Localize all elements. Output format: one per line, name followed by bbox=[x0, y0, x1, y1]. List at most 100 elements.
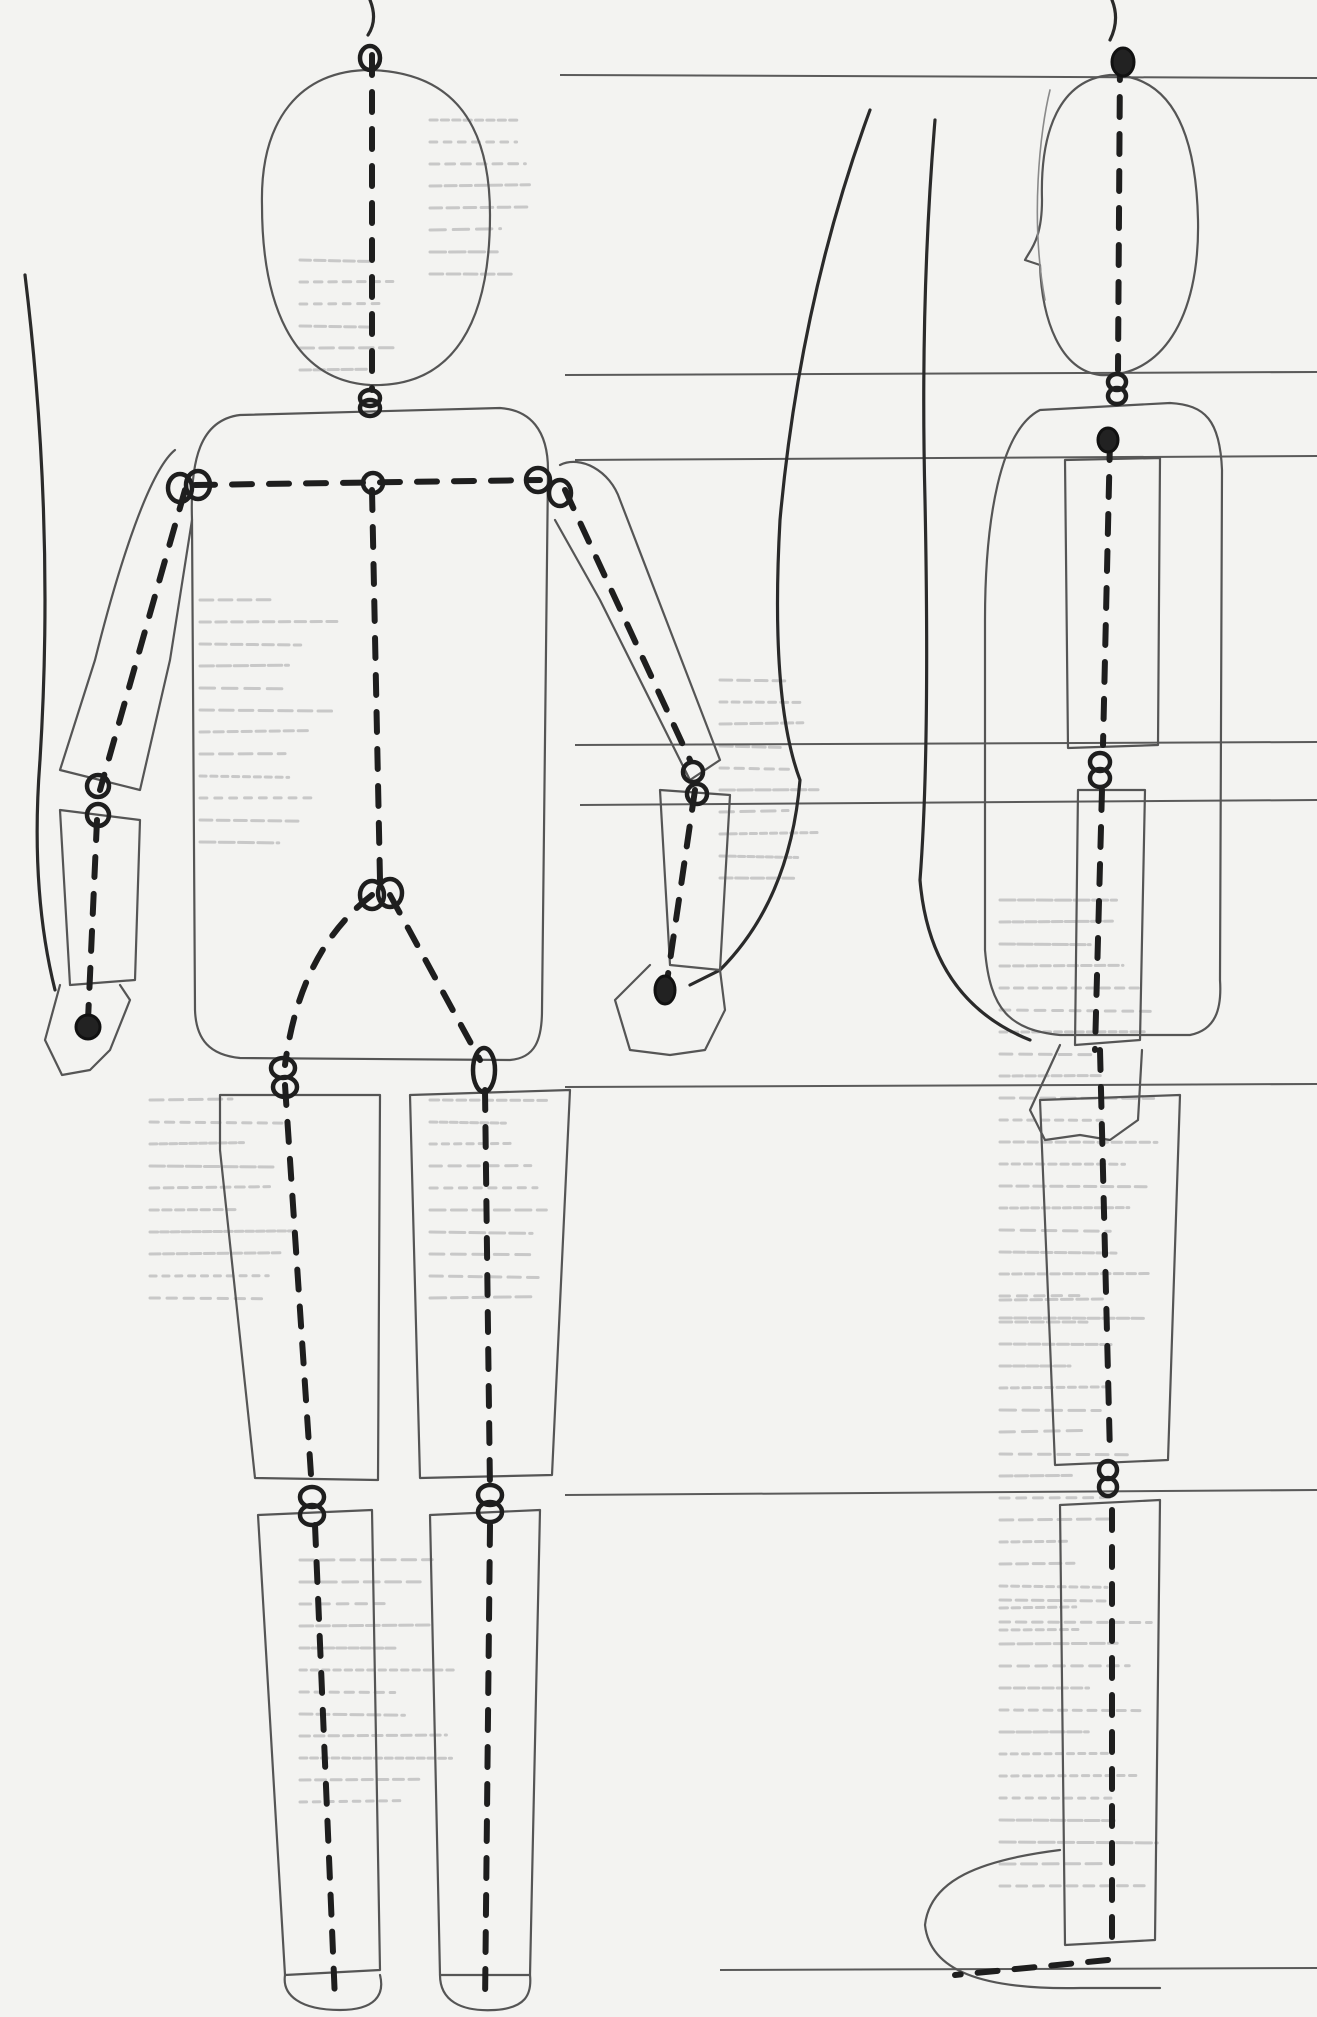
front-left-forearm bbox=[60, 810, 140, 985]
center-silhouette-curve bbox=[690, 110, 870, 985]
bleed-through-line bbox=[150, 1187, 270, 1188]
bleed-through-line bbox=[1000, 1586, 1107, 1587]
bleed-through-line bbox=[150, 1253, 280, 1254]
side-joint-shoulder bbox=[1098, 428, 1118, 452]
front-shoulder-line bbox=[195, 480, 540, 485]
front-hip-right bbox=[390, 895, 480, 1060]
bleed-through-line bbox=[1000, 1299, 1102, 1300]
side-joints bbox=[1090, 48, 1134, 1496]
bleed-through-line bbox=[200, 820, 302, 821]
bleed-through-line bbox=[1000, 1820, 1114, 1821]
front-hang-string bbox=[368, 0, 374, 35]
joint-left-wrist bbox=[76, 1015, 100, 1039]
bleed-through-line bbox=[1000, 1387, 1113, 1388]
bleed-through-line bbox=[720, 768, 794, 769]
bleed-through-line bbox=[150, 1231, 293, 1232]
side-foot bbox=[925, 1850, 1160, 1988]
front-right-upper-arm bbox=[555, 462, 720, 780]
bleed-through-line bbox=[1000, 1054, 1091, 1055]
side-view-figure bbox=[925, 0, 1222, 1988]
left-silhouette-curve bbox=[25, 275, 55, 990]
bleed-through-line bbox=[200, 710, 335, 711]
silhouette-curves bbox=[25, 110, 1030, 1040]
bleed-through-line bbox=[1000, 1643, 1117, 1644]
bleed-through-line bbox=[200, 842, 279, 843]
bleed-through-line bbox=[1000, 1842, 1157, 1843]
joint-right-hip bbox=[473, 1048, 495, 1092]
bleed-through-line bbox=[430, 207, 530, 208]
front-right-thigh-bone bbox=[485, 1090, 490, 1490]
side-head bbox=[1025, 75, 1198, 375]
bleed-through-line bbox=[1000, 1431, 1082, 1432]
front-spine bbox=[372, 490, 380, 880]
side-forearm bbox=[1075, 790, 1145, 1045]
bleed-through-line bbox=[1000, 1753, 1112, 1754]
bleed-through-line bbox=[720, 723, 803, 724]
bleed-through-line bbox=[150, 1298, 266, 1299]
bleed-through-line bbox=[1000, 1186, 1146, 1187]
bleed-through-line bbox=[300, 1714, 404, 1715]
front-left-shin-bone bbox=[315, 1525, 335, 2000]
guide-lines bbox=[560, 75, 1317, 1970]
bleed-through-line bbox=[150, 1122, 283, 1123]
side-hand bbox=[1030, 1045, 1142, 1140]
bleed-through-line bbox=[200, 688, 289, 689]
bleed-through-line bbox=[150, 1143, 243, 1144]
bleed-through-line bbox=[1000, 1454, 1129, 1455]
bleed-through-line bbox=[1000, 965, 1123, 966]
bleed-through-line bbox=[150, 1166, 273, 1167]
bleed-through-line bbox=[1000, 1230, 1110, 1231]
bleed-through-line bbox=[1000, 1629, 1078, 1630]
front-joints bbox=[76, 46, 707, 1525]
bleed-through-line bbox=[720, 811, 788, 812]
bleed-through-line bbox=[1000, 1410, 1100, 1411]
side-figure-back-curve bbox=[920, 120, 1030, 1040]
bleed-through-line bbox=[430, 1297, 531, 1298]
bleed-through-line bbox=[300, 326, 374, 327]
side-upper-arm bbox=[1065, 458, 1160, 748]
bleed-through-line bbox=[430, 185, 529, 186]
bleed-through-line bbox=[1000, 1622, 1151, 1623]
bleed-through-line bbox=[430, 1232, 532, 1233]
front-hip-left bbox=[285, 895, 372, 1065]
bleed-through-line bbox=[1000, 1775, 1138, 1776]
bleed-through-line bbox=[1000, 1519, 1112, 1520]
side-spine-head bbox=[1118, 60, 1120, 370]
front-right-shin-bone bbox=[485, 1525, 490, 2005]
bleed-through-line bbox=[1000, 1600, 1105, 1601]
bleed-through-line bbox=[430, 1276, 538, 1277]
bleed-through-line bbox=[720, 833, 819, 834]
front-left-thigh-bone bbox=[285, 1085, 312, 1490]
bleed-through-line bbox=[300, 1735, 446, 1736]
bleed-through-line bbox=[1000, 1475, 1071, 1476]
front-view-figure bbox=[45, 0, 730, 2010]
bleed-through-line bbox=[1000, 1252, 1116, 1253]
side-arm bbox=[1095, 790, 1102, 1050]
side-joint-head bbox=[1112, 48, 1134, 76]
front-head bbox=[262, 70, 490, 385]
joint-right-wrist bbox=[655, 976, 675, 1004]
bleed-through-line bbox=[200, 665, 288, 666]
bleed-through-line bbox=[200, 644, 301, 645]
bleed-through-line bbox=[1000, 1563, 1074, 1564]
side-foot-bone bbox=[955, 1960, 1108, 1975]
bleed-through-line bbox=[200, 776, 289, 777]
bleed-through-line bbox=[1000, 1607, 1076, 1608]
bleed-through-line bbox=[430, 1122, 505, 1123]
bleed-through-line bbox=[300, 369, 368, 370]
bleed-through-line bbox=[300, 260, 370, 261]
side-hang-string bbox=[1110, 0, 1116, 40]
bleed-through-line bbox=[300, 281, 393, 282]
joint-left-elbow-1 bbox=[87, 775, 109, 797]
bleed-through-line bbox=[200, 621, 337, 622]
side-spine bbox=[1103, 440, 1110, 745]
bleed-through-line bbox=[1000, 1710, 1142, 1711]
bleed-through-line bbox=[300, 1801, 406, 1802]
bleed-through-line bbox=[720, 746, 780, 747]
front-right-arm-bone bbox=[565, 490, 690, 760]
bleed-through-line bbox=[300, 1625, 433, 1626]
bleed-through-line bbox=[300, 1779, 419, 1780]
bleed-through-line bbox=[430, 1143, 513, 1144]
